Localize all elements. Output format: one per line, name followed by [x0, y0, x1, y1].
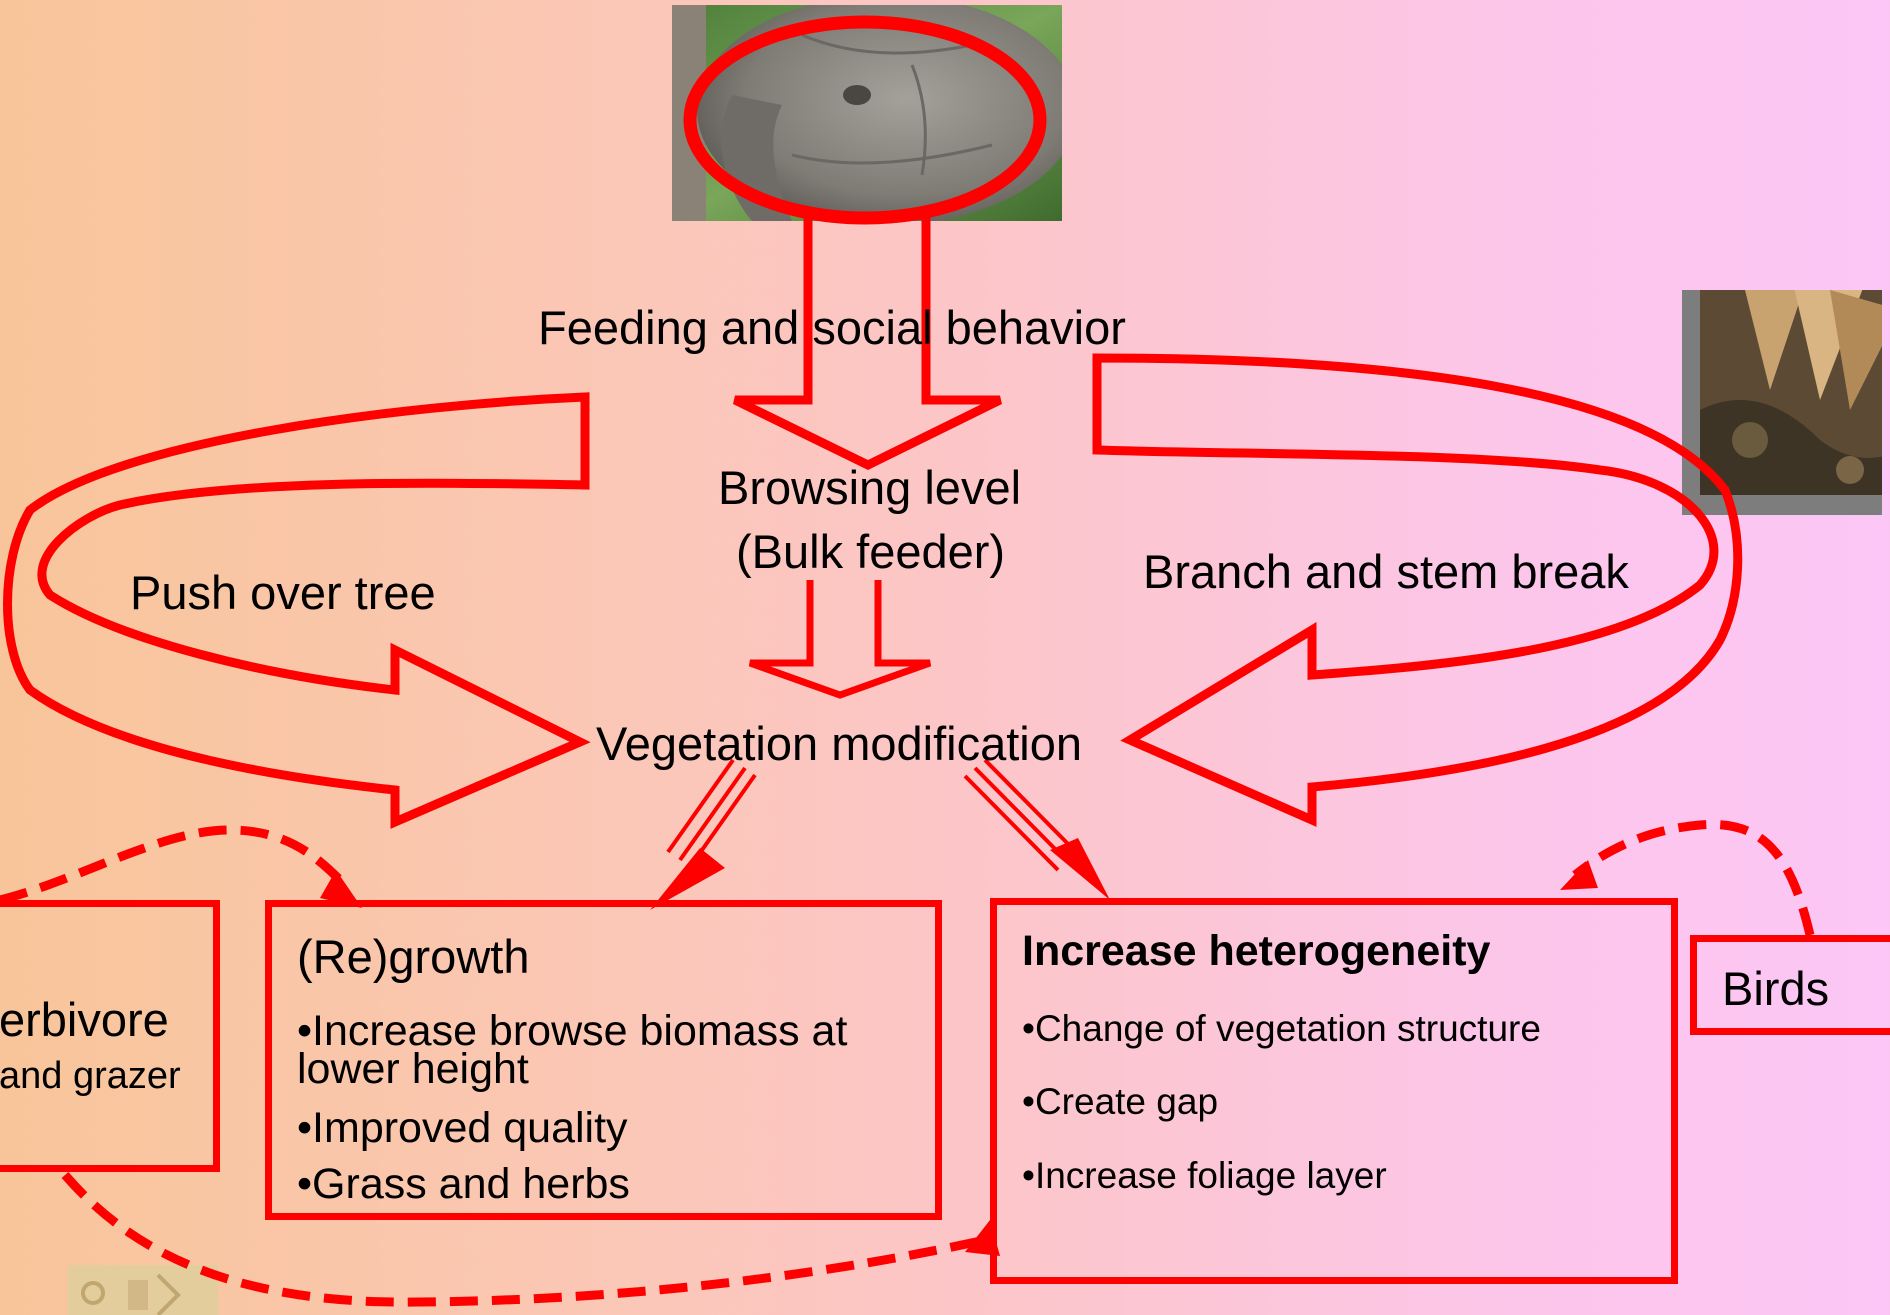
- regrowth-item: •Improved quality: [297, 1104, 628, 1152]
- small-logo-image: [68, 1265, 218, 1315]
- elephant-head-circle: [683, 15, 1047, 225]
- browsing-arrow: [748, 580, 932, 699]
- to-regrowth-arrowhead: [650, 848, 725, 910]
- feeding-behavior-label: Feeding and social behavior: [538, 301, 1126, 354]
- bulk-feeder-label: (Bulk feeder): [736, 525, 1006, 578]
- dashed-arrow-birds: [1572, 819, 1815, 937]
- herbivore-title: erbivore: [0, 993, 169, 1046]
- feeding-arrow: [733, 215, 1002, 471]
- birds-box: Birds: [1690, 935, 1890, 1035]
- dashed-arrow-bottom: [61, 1172, 986, 1307]
- dashed-arrow-left-top: [0, 825, 349, 905]
- browsing-level-label: Browsing level: [718, 461, 1022, 514]
- vegetation-modification-label: Vegetation modification: [596, 717, 1082, 770]
- birds-title: Birds: [1722, 962, 1830, 1015]
- regrowth-item: lower height: [297, 1045, 529, 1093]
- heterogeneity-item: •Create gap: [1022, 1081, 1219, 1122]
- to-heterogeneity-arrow-line: [963, 758, 1080, 872]
- branch-arrow: [1092, 353, 1743, 827]
- regrowth-item: •Grass and herbs: [297, 1160, 630, 1208]
- regrowth-title: (Re)growth: [297, 930, 530, 983]
- heterogeneity-title: Increase heterogeneity: [1022, 927, 1491, 975]
- dashed-arrow-birds-head: [1560, 860, 1598, 890]
- heterogeneity-item: •Increase foliage layer: [1022, 1155, 1387, 1196]
- dashed-arrow-left-top-head: [320, 870, 362, 908]
- push-over-tree-label: Push over tree: [130, 566, 436, 619]
- to-heterogeneity-arrowhead: [1050, 838, 1110, 900]
- branch-stem-break-label: Branch and stem break: [1143, 545, 1629, 598]
- regrowth-item: •Increase browse biomass at: [297, 1007, 848, 1055]
- herbivore-subtitle: and grazer: [0, 1055, 181, 1097]
- heterogeneity-item: •Change of vegetation structure: [1022, 1008, 1541, 1049]
- herbivore-box: erbivore and grazer: [0, 900, 220, 1172]
- regrowth-box: (Re)growth •Increase browse biomass at l…: [265, 900, 942, 1220]
- heterogeneity-box: Increase heterogeneity •Change of vegeta…: [990, 898, 1678, 1284]
- push-arrow: [3, 392, 591, 829]
- to-regrowth-arrow-line: [666, 758, 757, 869]
